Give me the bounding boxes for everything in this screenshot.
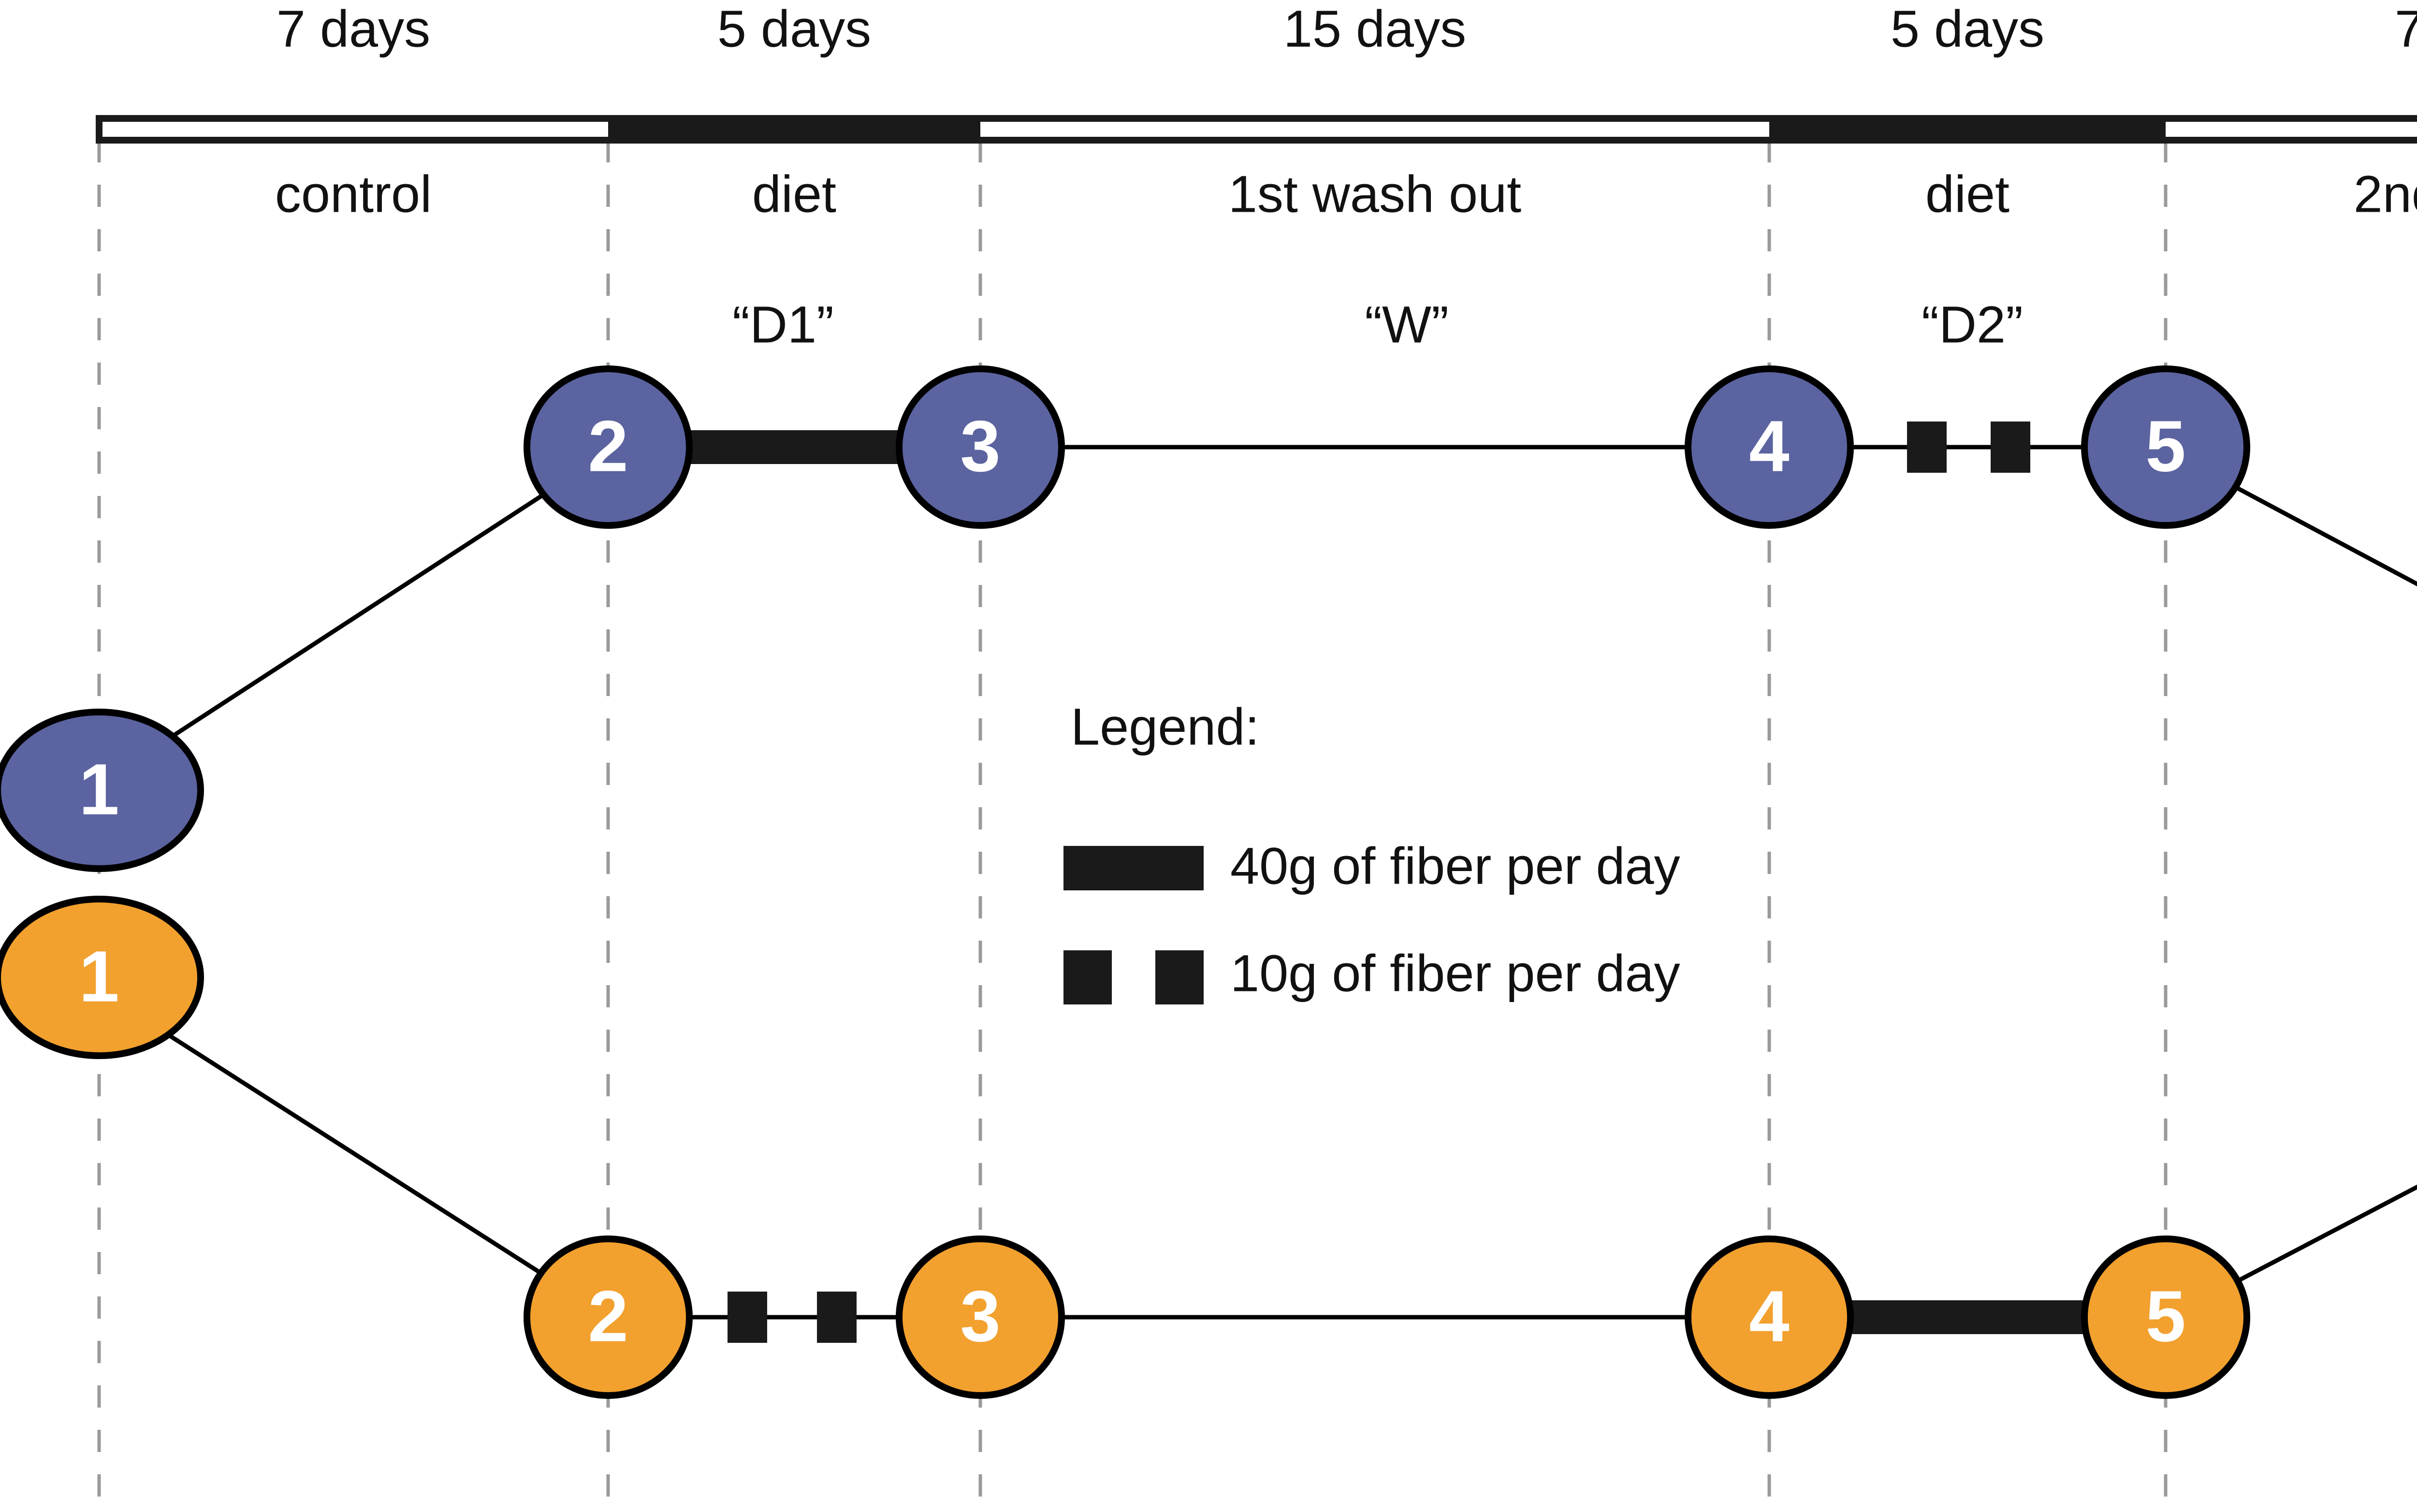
phase-label-diet-2: diet: [1925, 165, 2009, 223]
phase-code-d1: “D1”: [732, 295, 834, 354]
duration-label-washout-1: 15 days: [1283, 0, 1466, 58]
node-arm-a-4-label: 4: [1749, 406, 1789, 487]
node-arm-b-1-shape[interactable]: [0, 896, 204, 1059]
legend-swatch-dashed-icon-2: [1155, 950, 1204, 1004]
node-arm-b-4[interactable]: 4: [1685, 1236, 1854, 1399]
node-arm-a-1[interactable]: 1: [0, 709, 204, 872]
arm-b-nodes: 1 2 3 4 5 6: [0, 896, 2250, 1399]
node-arm-b-5-label: 5: [2145, 1276, 2185, 1357]
node-arm-a-5-shape[interactable]: [2081, 365, 2250, 529]
arm-b-path: [144, 1018, 2417, 1343]
duration-label-washout-2: 7 days: [2395, 0, 2417, 58]
arm-b-link-2-3-dash-2: [817, 1292, 857, 1343]
phase-code-d2: “D2”: [1922, 295, 2023, 354]
arm-b-link-1-2: [144, 1018, 562, 1288]
node-arm-a-1-label: 1: [79, 749, 119, 830]
timeline-bar-outline: [96, 115, 2417, 144]
timeline-bar: [96, 115, 2417, 144]
arm-b-link-5-6: [2227, 1184, 2417, 1288]
legend-swatch-dashed-icon-1: [1063, 950, 1112, 1004]
arm-a-link-4-5-dash-2: [1991, 422, 2030, 473]
phase-label-diet-1: diet: [752, 165, 836, 223]
node-arm-b-3-label: 3: [960, 1276, 1000, 1357]
node-arm-a-2-label: 2: [588, 406, 628, 487]
node-arm-a-5-label: 5: [2145, 406, 2185, 487]
node-arm-b-2-label: 2: [588, 1276, 628, 1357]
phase-code-labels: “D1” “W” “D2”: [732, 295, 2023, 354]
node-arm-b-5-shape[interactable]: [2081, 1236, 2250, 1399]
arm-a-link-1-2: [144, 481, 562, 756]
node-arm-b-2[interactable]: 2: [524, 1236, 693, 1399]
node-arm-a-3-label: 3: [960, 406, 1000, 487]
duration-label-diet-1: 5 days: [717, 0, 871, 58]
node-arm-a-2[interactable]: 2: [524, 365, 693, 529]
timeline-segment-washout-1: [980, 118, 1769, 140]
legend-label-10g: 10g of fiber per day: [1230, 944, 1680, 1003]
legend-title: Legend:: [1071, 698, 1259, 756]
phase-label-control: control: [275, 165, 432, 223]
node-arm-a-3-shape[interactable]: [896, 365, 1065, 529]
node-arm-a-4[interactable]: 4: [1685, 365, 1854, 529]
phase-code-w: “W”: [1365, 295, 1449, 354]
phase-label-washout-1: 1st wash out: [1228, 165, 1521, 223]
arm-a-link-5-6: [2227, 481, 2417, 587]
legend-swatch-solid-icon: [1063, 846, 1204, 890]
node-arm-a-4-shape[interactable]: [1685, 365, 1854, 529]
legend-label-40g: 40g of fiber per day: [1230, 837, 1680, 895]
node-arm-b-2-shape[interactable]: [524, 1236, 693, 1399]
node-arm-a-2-shape[interactable]: [524, 365, 693, 529]
node-arm-b-1-label: 1: [79, 936, 119, 1017]
duration-label-diet-2: 5 days: [1891, 0, 2044, 58]
node-arm-b-3[interactable]: 3: [896, 1236, 1065, 1399]
arm-a-nodes: 1 2 3 4 5 6: [0, 365, 2250, 872]
node-arm-a-5[interactable]: 5: [2081, 365, 2250, 529]
duration-label-control: 7 days: [277, 0, 430, 58]
node-arm-a-1-shape[interactable]: [0, 709, 204, 872]
node-arm-b-3-shape[interactable]: [896, 1236, 1065, 1399]
timeline-segment-control: [99, 118, 608, 140]
arm-a-path: [144, 422, 2417, 756]
node-arm-b-5[interactable]: 5: [2081, 1236, 2250, 1399]
legend: Legend: 40g of fiber per day 10g of fibe…: [1063, 698, 1680, 1004]
node-arm-b-4-shape[interactable]: [1685, 1236, 1854, 1399]
timeline-segment-diet-1: [608, 118, 980, 140]
node-arm-b-1[interactable]: 1: [0, 896, 204, 1059]
arm-a-link-4-5-dash-1: [1907, 422, 1947, 473]
node-arm-b-4-label: 4: [1749, 1276, 1789, 1357]
duration-labels: 7 days 5 days 15 days 5 days 7 days: [277, 0, 2417, 58]
node-arm-a-3[interactable]: 3: [896, 365, 1065, 529]
phase-label-washout-2: 2nd wash out: [2354, 165, 2417, 223]
arm-b-link-2-3-dash-1: [728, 1292, 767, 1343]
timeline-segment-diet-2: [1769, 118, 2166, 140]
phase-name-labels: control diet 1st wash out diet 2nd wash …: [275, 165, 2417, 223]
timeline-segment-washout-2: [2166, 118, 2417, 140]
